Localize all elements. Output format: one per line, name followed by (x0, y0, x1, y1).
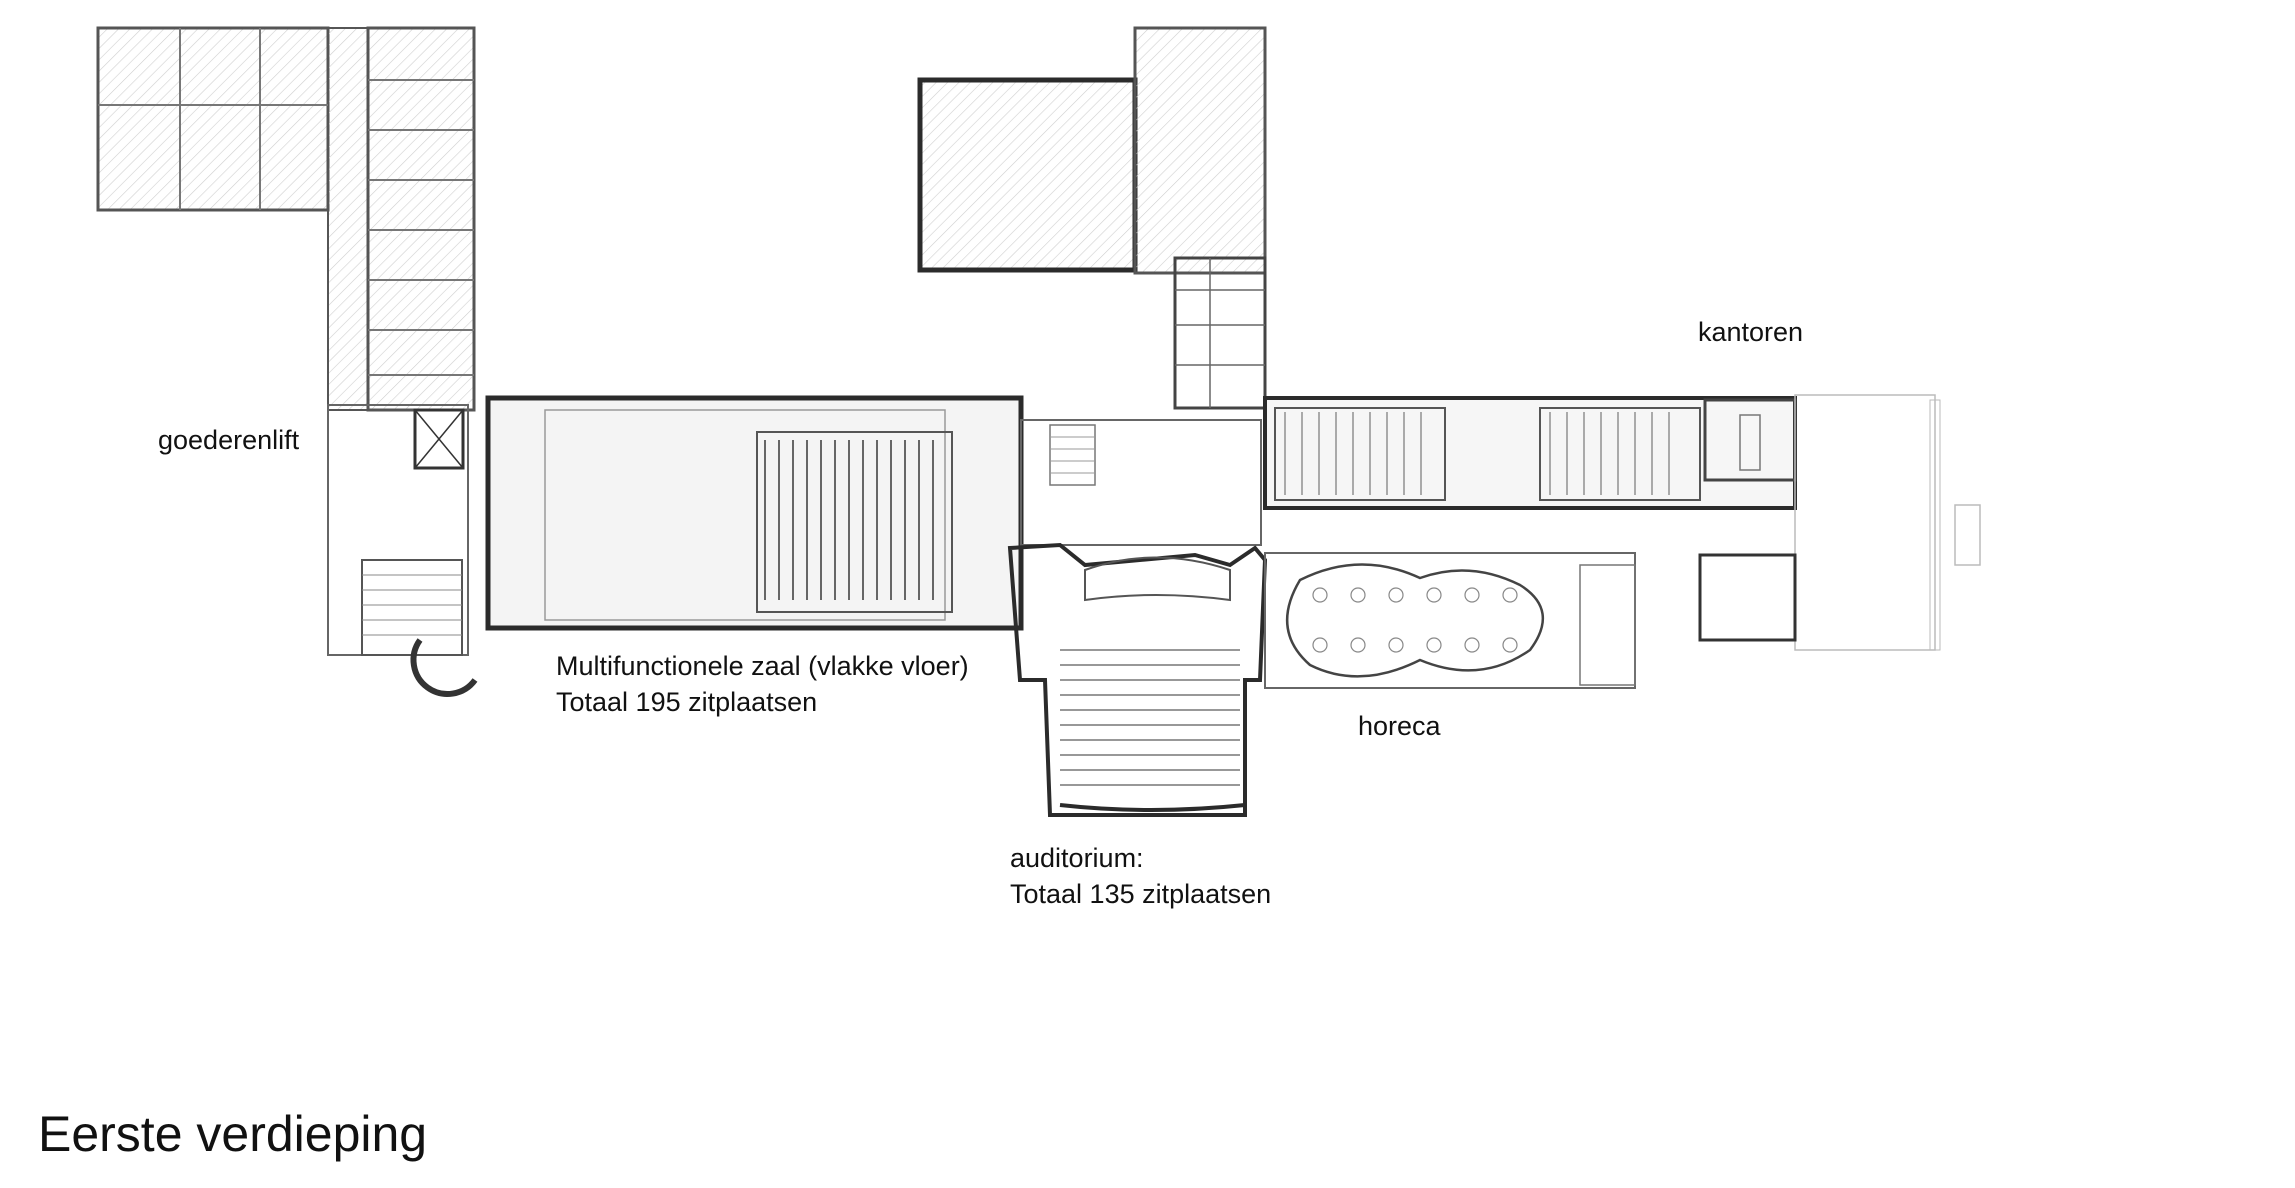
horeca-chair (1464, 637, 1480, 653)
horeca-chair (1350, 587, 1366, 603)
label-auditorium-line2: Totaal 135 zitplaatsen (1010, 879, 1272, 909)
horeca-chair (1350, 637, 1366, 653)
horeca-chair (1426, 587, 1442, 603)
horeca-chair (1312, 587, 1328, 603)
label-goederenlift: goederenlift (158, 425, 300, 455)
central-lobby (1020, 419, 1262, 546)
horeca-area (1264, 552, 1636, 689)
horeca-chair (1502, 637, 1518, 653)
west-lift-block (327, 404, 478, 697)
auditorium (1007, 542, 1268, 817)
label-horeca: horeca (1358, 711, 1441, 741)
north-core (917, 26, 1267, 410)
page-title: Eerste verdieping (38, 1106, 428, 1162)
multifunctional-hall (485, 395, 1024, 631)
horeca-chair (1312, 637, 1328, 653)
label-auditorium-line1: auditorium: (1010, 843, 1144, 873)
label-kantoren: kantoren (1698, 317, 1804, 347)
label-zaal-line2: Totaal 195 zitplaatsen (556, 687, 818, 717)
north-west-wing (96, 26, 476, 412)
horeca-chair (1426, 637, 1442, 653)
label-zaal-line1: Multifunctionele zaal (vlakke vloer) (556, 651, 969, 681)
horeca-chair (1388, 637, 1404, 653)
horeca-chair (1388, 587, 1404, 603)
horeca-chair (1464, 587, 1480, 603)
office-wing (1263, 394, 1981, 651)
horeca-chair (1502, 587, 1518, 603)
